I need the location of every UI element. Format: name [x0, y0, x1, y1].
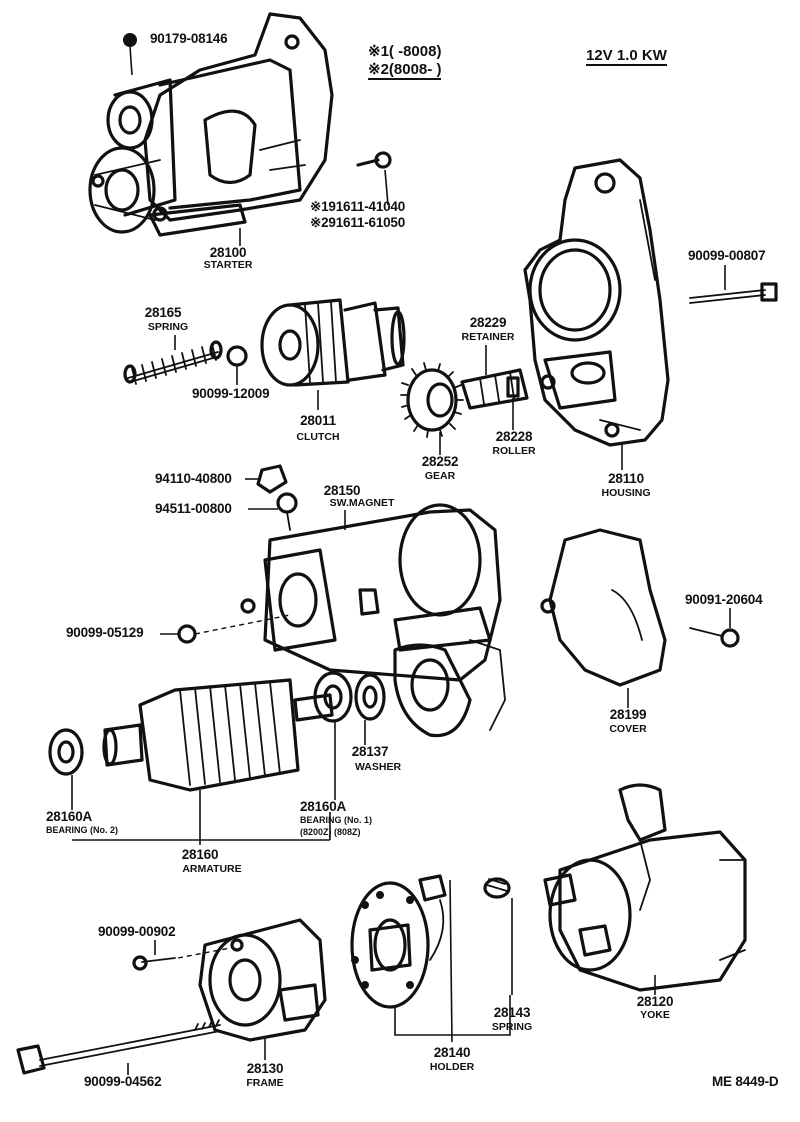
part-number-clutch: 28011	[300, 413, 336, 428]
sw-magnet-drawing	[240, 503, 506, 738]
part-name-gear: GEAR	[424, 470, 456, 482]
brush-spring-drawing	[483, 877, 511, 899]
part-number-bolt-starter-2: ※291611-61050	[310, 215, 406, 230]
part-number-bolt-housing: 90099-00807	[688, 248, 766, 263]
frame-drawing	[198, 918, 327, 1042]
gear-drawing	[400, 362, 464, 438]
part-number-starter: 28100	[209, 245, 247, 260]
part-number-nut-terminal: 94110-40800	[155, 471, 232, 486]
housing-drawing	[523, 158, 670, 447]
part-number-ball: 90099-12009	[192, 386, 270, 401]
part-name-retainer: RETAINER	[461, 331, 515, 343]
part-number-gear: 28252	[421, 454, 459, 469]
part-name-housing: HOUSING	[601, 487, 651, 499]
magnet-nut-drawing	[177, 624, 197, 644]
washer-drawing	[354, 673, 386, 721]
part-number-roller: 28228	[495, 429, 533, 444]
part-number-spring: 28165	[144, 305, 182, 320]
clutch-drawing	[260, 298, 406, 387]
housing-bolt-drawing	[689, 282, 778, 304]
through-bolt-drawing	[16, 1019, 221, 1075]
part-number-bolt-starter-1: ※191611-41040	[310, 199, 406, 214]
part-name-armature: ARMATURE	[182, 863, 242, 875]
part-number-nut-top: 90179-08146	[150, 31, 228, 46]
part-number-yoke: 28120	[636, 994, 674, 1009]
part-name-brush-spring: SPRING	[491, 1021, 533, 1033]
part-number-screw-frame: 90099-00902	[98, 924, 176, 939]
part-number-bearing-2: 28160A	[46, 809, 93, 824]
part-name-holder: HOLDER	[429, 1061, 475, 1073]
part-name-bearing-2: BEARING (No. 2)	[46, 825, 118, 835]
variant-note-2: ※2(8008- )	[368, 61, 442, 80]
part-name-starter: STARTER	[203, 259, 253, 271]
part-number-washer: 28137	[351, 744, 389, 759]
part-number-washer-terminal: 94511-00800	[155, 501, 232, 516]
part-name-bearing-1: BEARING (No. 1)	[300, 815, 372, 825]
part-name-cover: COVER	[609, 723, 647, 735]
roller-drawing	[506, 376, 520, 398]
part-number-cover: 28199	[609, 707, 647, 722]
part-name-frame: FRAME	[246, 1077, 284, 1089]
part-number-through-bolt: 90099-04562	[84, 1074, 162, 1089]
cover-drawing	[540, 528, 667, 687]
yoke-drawing	[543, 783, 747, 992]
bearing-2-drawing	[48, 728, 84, 776]
part-number-frame: 28130	[246, 1061, 284, 1076]
retainer-drawing	[460, 368, 529, 410]
part-note-bearing-1: (8200Z) (808Z)	[300, 827, 361, 837]
part-name-spring: SPRING	[147, 321, 189, 333]
ball-drawing	[226, 345, 248, 367]
bearing-1-drawing	[313, 671, 353, 723]
frame-screw-drawing	[132, 955, 176, 971]
holder-drawing	[350, 874, 447, 1009]
part-number-sw-magnet: 28150	[323, 483, 361, 498]
part-name-washer: WASHER	[354, 761, 402, 773]
starter-bolt-drawing	[356, 151, 392, 169]
armature-drawing	[102, 678, 334, 792]
part-number-retainer: 28229	[469, 315, 507, 330]
terminal-nut-drawing	[256, 464, 298, 531]
part-number-bearing-1: 28160A	[300, 799, 347, 814]
part-number-brush-spring: 28143	[493, 1005, 531, 1020]
part-number-armature: 28160	[181, 847, 219, 862]
spring-drawing	[123, 340, 223, 385]
part-number-nut-magnet: 90099-05129	[66, 625, 144, 640]
part-name-sw-magnet: SW.MAGNET	[329, 497, 395, 509]
part-number-housing: 28110	[608, 471, 644, 486]
part-name-clutch: CLUTCH	[296, 431, 340, 443]
drawing-code: ME 8449-D	[712, 1074, 779, 1089]
part-number-holder: 28140	[433, 1045, 471, 1060]
part-name-yoke: YOKE	[640, 1009, 670, 1021]
variant-note-1: ※1( -8008)	[368, 43, 442, 60]
rating-label: 12V 1.0 KW	[586, 47, 667, 66]
cover-screw-drawing	[689, 627, 740, 648]
part-number-screw-cover: 90091-20604	[685, 592, 763, 607]
part-name-roller: ROLLER	[492, 445, 536, 457]
starter-assembly-drawing	[88, 12, 334, 237]
